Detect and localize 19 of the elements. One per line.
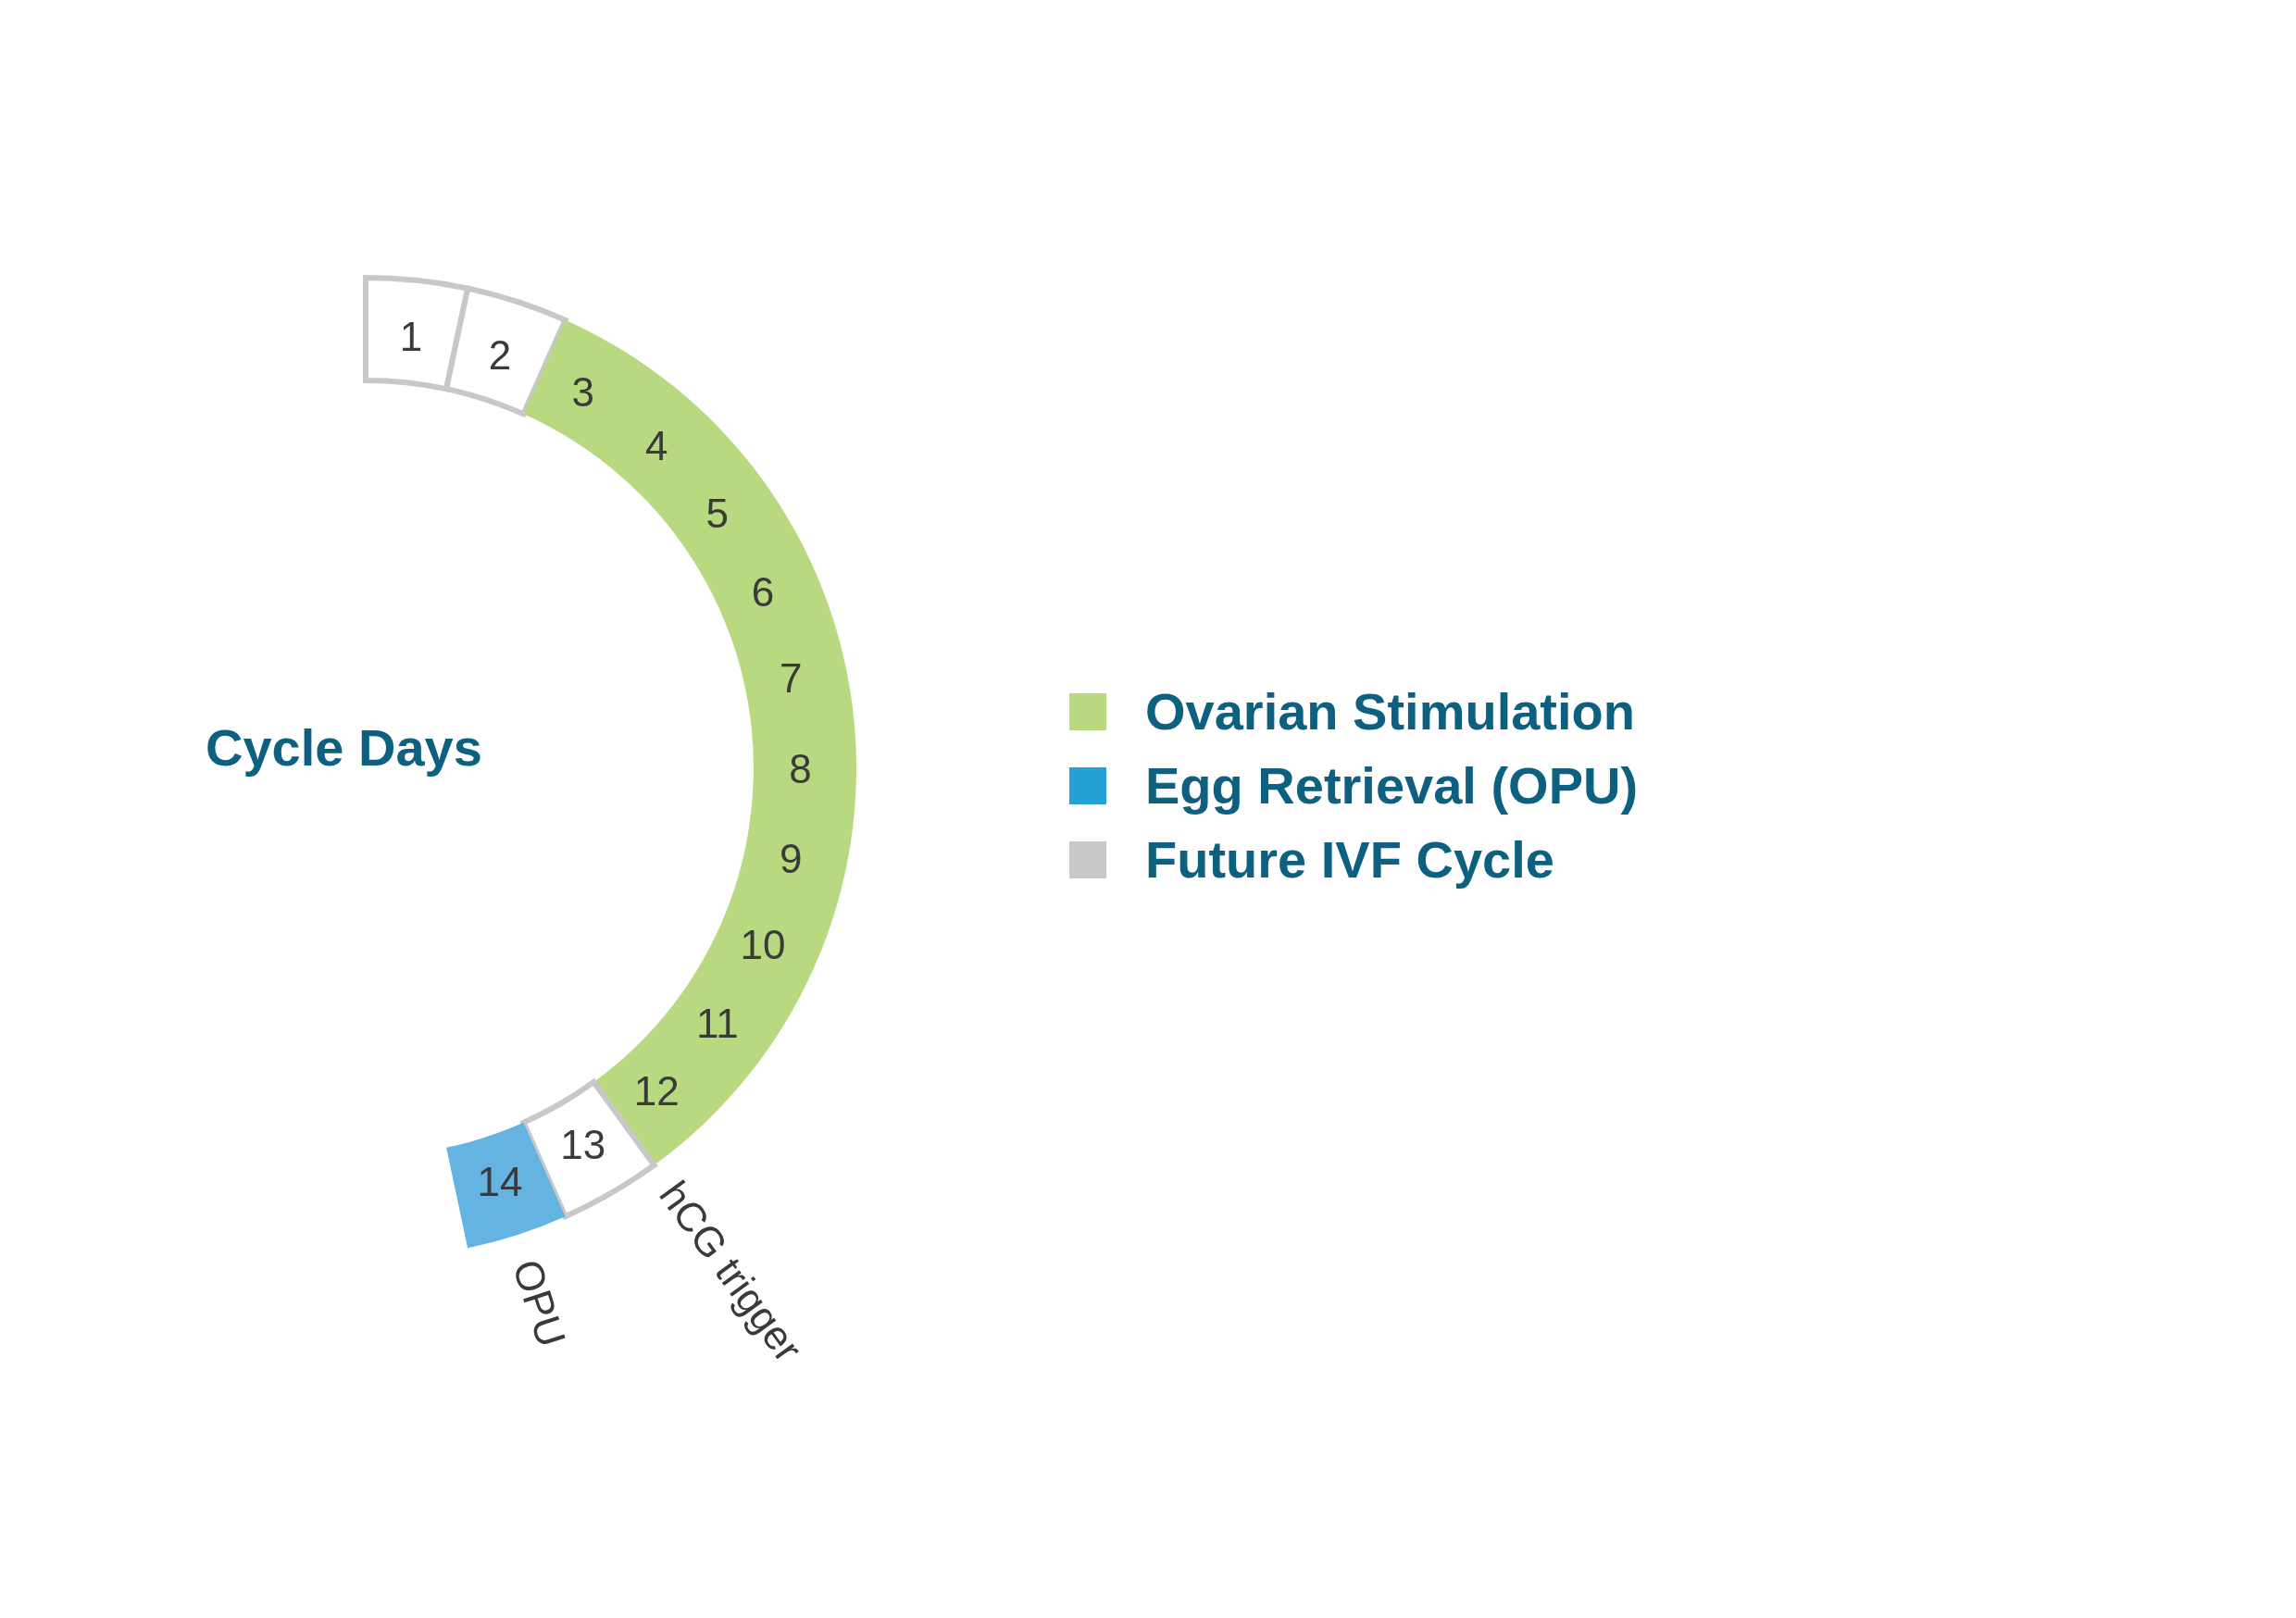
day-number: 8	[789, 745, 812, 791]
day-number: 2	[488, 332, 512, 378]
day-number: 14	[477, 1159, 523, 1204]
day-number: 9	[780, 836, 803, 882]
day-number: 3	[571, 368, 594, 415]
legend-label: Ovarian Stimulation	[1145, 681, 1635, 741]
event-label: OPU	[504, 1254, 575, 1352]
day-number: 5	[705, 490, 730, 536]
day-number: 7	[780, 654, 803, 701]
legend-label: Future IVF Cycle	[1145, 829, 1554, 890]
day-number: 12	[633, 1068, 680, 1114]
chart-title: Cycle Days	[206, 717, 482, 778]
day-number: 13	[560, 1122, 606, 1168]
legend-label: Egg Retrieval (OPU)	[1145, 755, 1639, 815]
day-number: 1	[399, 313, 423, 359]
day-number: 10	[740, 922, 786, 968]
day-number: 6	[751, 568, 775, 615]
day-number: 11	[696, 1001, 739, 1047]
day-number: 4	[644, 422, 668, 468]
